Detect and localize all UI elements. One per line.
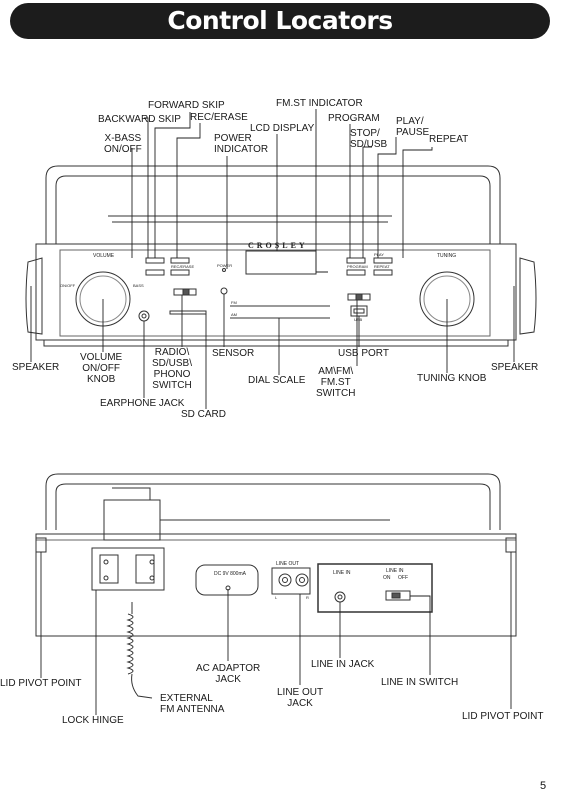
printed-line-in-switch: LINE IN (386, 568, 404, 574)
printed-volume: VOLUME (93, 253, 115, 259)
printed-fm: FM (231, 300, 237, 305)
printed-repeat: REPEAT (374, 264, 390, 269)
printed-dc-rating: DC 9V 800mA (214, 571, 247, 577)
printed-play: PLAY (374, 252, 384, 257)
callout-sd-card: SD CARD (181, 409, 227, 420)
callout-lid-pivot-right: LID PIVOT POINT (462, 711, 544, 722)
callout-rec-erase: REC/ERASE (190, 112, 248, 123)
printed-l: L (275, 595, 278, 600)
callout-forward-skip: FORWARD SKIP (148, 100, 225, 111)
front-leader-lines (30, 109, 515, 409)
callout-backward-skip: BACKWARD SKIP (98, 114, 181, 125)
printed-line-out: LINE OUT (276, 561, 299, 567)
printed-on-off: ON/OFF (60, 283, 76, 288)
printed-power: POWER (217, 263, 232, 268)
printed-on: ON (383, 575, 391, 581)
callout-fm-st-indicator: FM.ST INDICATOR (276, 98, 363, 109)
page-number: 5 (540, 780, 547, 792)
callout-speaker-left: SPEAKER (12, 362, 60, 373)
printed-rec: REC/ERASE (171, 264, 194, 269)
callout-program: PROGRAM (328, 113, 380, 124)
printed-usb: USB (354, 317, 363, 322)
printed-r: R (306, 595, 309, 600)
printed-am: AM (231, 312, 237, 317)
rear-leader-lines (40, 552, 512, 715)
callout-tuning-knob: TUNING KNOB (417, 373, 487, 384)
page-title: Control Locators (167, 6, 393, 35)
callout-usb-port: USB PORT (338, 348, 389, 359)
callout-dial-scale: DIAL SCALE (248, 375, 306, 386)
printed-off: OFF (398, 575, 408, 581)
title-banner: Control Locators (10, 3, 550, 39)
callout-lid-pivot-left: LID PIVOT POINT (0, 678, 82, 689)
callout-earphone-jack: EARPHONE JACK (100, 398, 185, 409)
printed-tuning: TUNING (437, 253, 456, 259)
crosley-logo: CROSLEY (248, 241, 308, 250)
callout-sensor: SENSOR (212, 348, 255, 359)
printed-program: PROGRAM (347, 264, 368, 269)
callout-stop-sd-usb: STOP/SD/USB (350, 128, 388, 150)
callout-lcd-display: LCD DISPLAY (250, 123, 315, 134)
rear-view-illustration (35, 473, 517, 699)
callout-line-in-jack: LINE IN JACK (311, 659, 375, 670)
callout-line-in-switch: LINE IN SWITCH (381, 677, 459, 688)
callout-play-pause: PLAY/PAUSE (396, 116, 430, 138)
callout-speaker-right: SPEAKER (491, 362, 539, 373)
printed-bass: BASS (133, 283, 144, 288)
callout-lock-hinge: LOCK HINGE (62, 715, 124, 726)
callout-repeat: REPEAT (429, 134, 469, 145)
printed-line-in: LINE IN (333, 570, 351, 576)
